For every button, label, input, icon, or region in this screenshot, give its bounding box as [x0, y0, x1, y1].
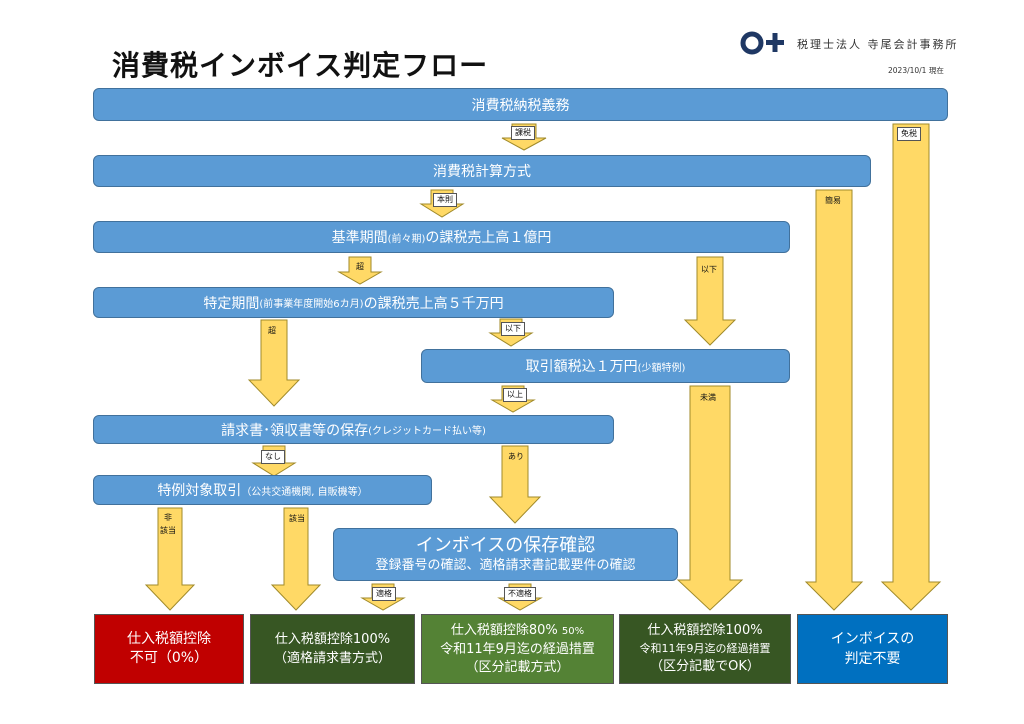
bar-invoice-check-title: インボイスの保存確認 [415, 534, 596, 556]
bar-specific-period-label-c: の課税売上高５千万円 [363, 295, 504, 312]
result-no-invoice-judgment-line2: 判定不要 [844, 651, 901, 667]
arrow-gaito [270, 507, 322, 611]
label-higaito-2: 該当 [160, 526, 176, 535]
bar-specific-period-label-a: 特定期間 [203, 295, 260, 312]
bar-invoice-check: インボイスの保存確認 登録番号の確認、適格請求書記載要件の確認 [333, 528, 678, 581]
result-full-deduction-qualified-line1: 仕入税額控除100% [274, 632, 391, 647]
result-full-deduction-transitional-line1: 仕入税額控除100% [647, 623, 763, 638]
bar-base-period-label-b: (前々期) [387, 233, 426, 245]
bar-small-amount-label-a: 取引額税込１万円 [525, 359, 638, 375]
result-no-deduction: 仕入税額控除 不可（0%） [94, 614, 244, 684]
bar-small-amount: 取引額税込１万円(少額特例) [421, 349, 790, 383]
arrow-cho2 [247, 319, 301, 407]
label-futekikaku: 不適格 [504, 587, 536, 601]
bar-base-period: 基準期間(前々期)の課税売上高１億円 [93, 221, 790, 253]
bar-base-period-label-c: の課税売上高１億円 [425, 230, 552, 246]
arrow-miman [676, 385, 744, 611]
label-cho2: 超 [268, 326, 276, 335]
bar-calc-method-label: 消費税計算方式 [433, 164, 531, 180]
arrow-menzei [880, 123, 942, 611]
bar-invoice-storage-label-a: 請求書･領収書等の保存 [221, 422, 369, 439]
label-ijo: 以上 [503, 388, 527, 402]
arrow-cho1 [337, 256, 383, 285]
result-full-deduction-transitional-line2: 令和11年9月迄の経過措置 [639, 642, 771, 655]
label-nashi: なし [261, 450, 285, 464]
label-menzei: 免税 [897, 127, 921, 141]
label-cho1: 超 [356, 262, 364, 271]
firm-name: 税理士法人 寺尾会計事務所 [797, 38, 959, 51]
result-partial-deduction-line3: （区分記載方式） [465, 659, 570, 675]
page-title: 消費税インボイス判定フロー [112, 49, 489, 82]
bar-small-amount-label-b: (少額特例) [637, 362, 686, 374]
label-tekikaku: 適格 [372, 587, 396, 601]
bar-invoice-check-sub: 登録番号の確認、適格請求書記載要件の確認 [375, 557, 636, 573]
bar-specific-period-label-b: (前事業年度開始6カ月) [259, 299, 364, 310]
label-honsoku: 本則 [433, 193, 457, 207]
arrow-ika1 [683, 256, 737, 346]
arrow-ari [488, 445, 542, 524]
firm-logo [740, 31, 784, 55]
result-no-deduction-line1: 仕入税額控除 [127, 631, 211, 647]
result-partial-deduction-line2: 令和11年9月迄の経過措置 [440, 641, 595, 657]
bar-calc-method: 消費税計算方式 [93, 155, 871, 187]
label-kazei: 課税 [511, 126, 535, 140]
bar-tax-obligation: 消費税納税義務 [93, 88, 948, 121]
result-full-deduction-qualified-line2: （適格請求書方式） [273, 651, 391, 666]
label-gaito: 該当 [289, 514, 305, 523]
result-no-invoice-judgment: インボイスの 判定不要 [797, 614, 948, 684]
label-ari: あり [508, 452, 524, 461]
bar-special-transaction-label-b: （公共交通機関, 自販機等） [241, 486, 368, 498]
arrow-kani [804, 189, 864, 611]
as-of-date: 2023/10/1 現在 [888, 66, 944, 75]
bar-base-period-label-a: 基準期間 [331, 230, 388, 246]
bar-specific-period: 特定期間(前事業年度開始6カ月)の課税売上高５千万円 [93, 287, 614, 318]
label-miman: 未満 [700, 393, 716, 402]
result-partial-deduction: 仕入税額控除80% 50% 令和11年9月迄の経過措置 （区分記載方式） [421, 614, 614, 684]
arrow-higaito [144, 507, 196, 611]
bar-invoice-storage: 請求書･領収書等の保存(クレジットカード払い等) [93, 415, 614, 444]
label-ika1: 以下 [701, 265, 717, 274]
bar-invoice-storage-label-b: (クレジットカード払い等) [368, 426, 486, 437]
label-kani: 簡易 [825, 196, 841, 205]
bar-tax-obligation-label: 消費税納税義務 [471, 97, 570, 114]
result-full-deduction-transitional-line3: （区分記載でOK） [650, 659, 760, 674]
label-higaito-1: 非 [164, 513, 172, 522]
bar-special-transaction-label-a: 特例対象取引 [157, 483, 242, 499]
result-no-invoice-judgment-line1: インボイスの [830, 631, 915, 647]
result-full-deduction-qualified: 仕入税額控除100% （適格請求書方式） [250, 614, 415, 684]
bar-special-transaction: 特例対象取引（公共交通機関, 自販機等） [93, 475, 432, 505]
result-no-deduction-line2: 不可（0%） [129, 650, 209, 666]
result-partial-deduction-line1: 仕入税額控除80% [450, 622, 558, 638]
label-ika2: 以下 [501, 322, 525, 336]
result-partial-deduction-line1-alt: 50% [561, 625, 585, 637]
result-full-deduction-transitional: 仕入税額控除100% 令和11年9月迄の経過措置 （区分記載でOK） [619, 614, 791, 684]
